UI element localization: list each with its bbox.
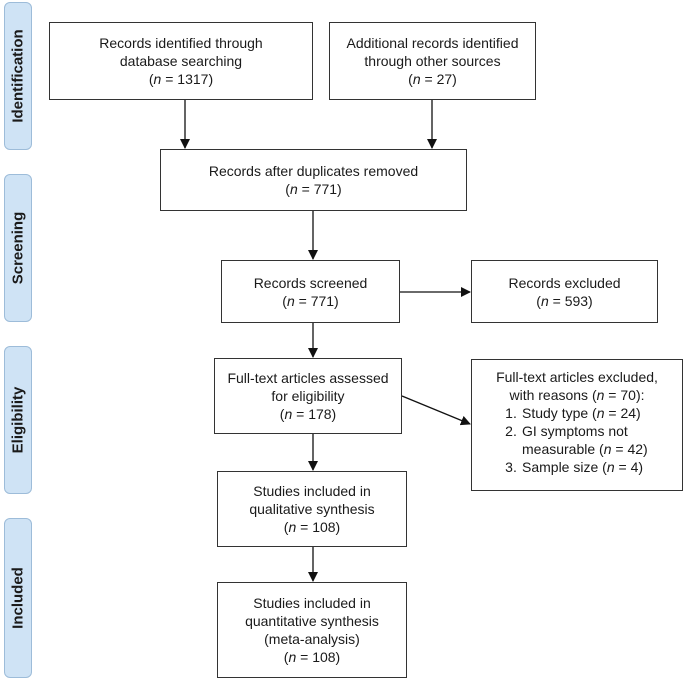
duplicates-line1: Records after duplicates removed <box>208 163 419 179</box>
qualitative-line1: Studies included in <box>253 483 371 499</box>
box-qualitative-synthesis: Studies included in qualitative synthesi… <box>217 471 407 547</box>
fulltext-excluded-line1: Full-text articles excluded, <box>496 369 658 385</box>
screened-count: (n = 771) <box>282 292 339 309</box>
screened-line1: Records screened <box>253 274 368 291</box>
other-sources-line1: Additional records identified <box>346 35 519 51</box>
database-count: (n = 1317) <box>148 71 214 87</box>
box-fulltext-excluded: Full-text articles excluded, with reason… <box>471 359 683 491</box>
excluded-count: (n = 593) <box>536 292 593 309</box>
other-sources-count: (n = 27) <box>408 71 457 87</box>
box-records-screened: Records screened (n = 771) <box>221 260 400 323</box>
duplicates-count: (n = 771) <box>285 181 342 197</box>
exclusion-reason: measurable (n = 42) <box>522 441 648 457</box>
other-sources-line2: through other sources <box>364 53 501 69</box>
box-database-search: Records identified through database sear… <box>49 22 313 100</box>
qualitative-count: (n = 108) <box>283 519 341 535</box>
exclusion-reason: 2.GI symptoms not <box>505 423 628 439</box>
phase-screening: Screening <box>4 174 32 322</box>
database-line1: Records identified through <box>99 35 263 51</box>
fulltext-assessed-line1: Full-text articles assessed <box>227 370 389 386</box>
qualitative-line2: qualitative synthesis <box>249 501 375 517</box>
box-fulltext-assessed: Full-text articles assessed for eligibil… <box>214 358 402 434</box>
box-duplicates-removed: Records after duplicates removed (n = 77… <box>160 149 467 211</box>
quantitative-line2: quantitative synthesis <box>245 613 379 629</box>
excluded-line1: Records excluded <box>508 274 621 291</box>
phase-identification: Identification <box>4 2 32 150</box>
fulltext-assessed-line2: for eligibility <box>271 388 345 404</box>
box-quantitative-synthesis: Studies included in quantitative synthes… <box>217 582 407 678</box>
arrow-fulltext-to-excluded <box>401 395 471 426</box>
database-line2: database searching <box>119 53 243 69</box>
phase-eligibility: Eligibility <box>4 346 32 494</box>
box-records-excluded: Records excluded (n = 593) <box>471 260 658 323</box>
quantitative-count: (n = 108) <box>283 649 341 665</box>
exclusion-reason: 3.Sample size (n = 4) <box>505 459 644 475</box>
fulltext-assessed-count: (n = 178) <box>279 406 337 422</box>
quantitative-line3: (meta-analysis) <box>264 631 360 647</box>
quantitative-line1: Studies included in <box>253 595 371 611</box>
fulltext-excluded-line2: with reasons (n = 70): <box>509 387 645 403</box>
exclusion-reason: 1.Study type (n = 24) <box>505 405 641 421</box>
phase-included: Included <box>4 518 32 678</box>
box-other-sources: Additional records identified through ot… <box>329 22 536 100</box>
